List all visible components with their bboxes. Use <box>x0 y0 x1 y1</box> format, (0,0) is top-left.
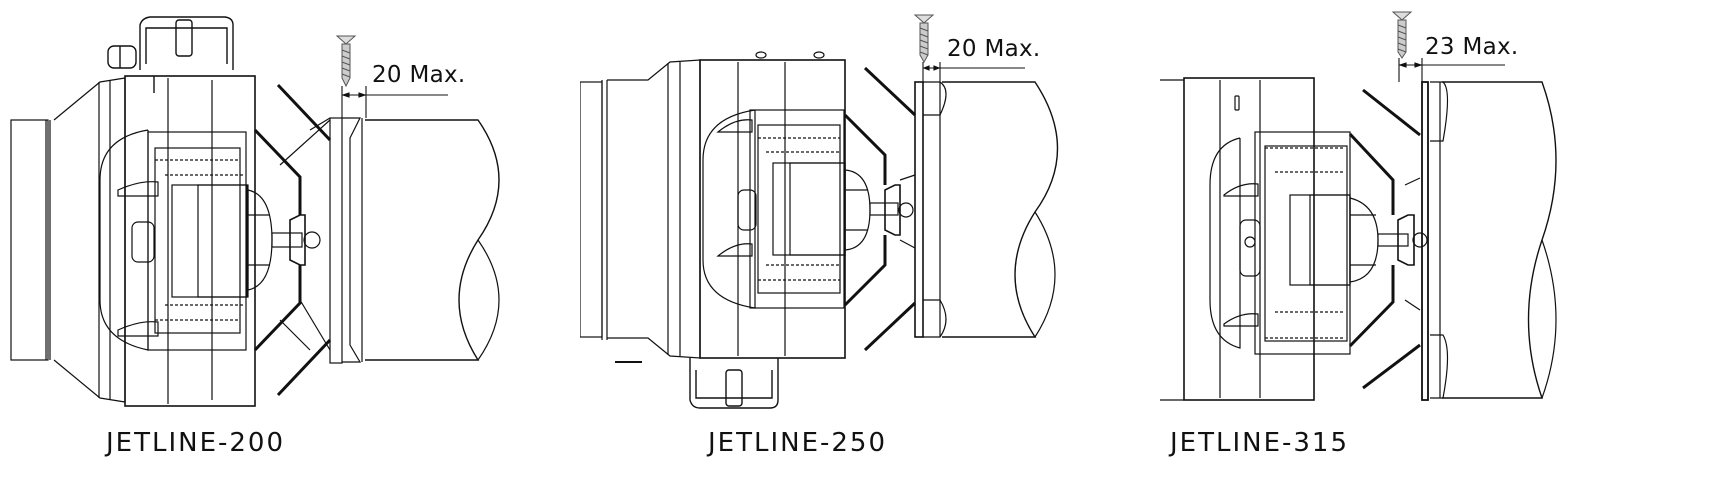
model-label: JETLINE-315 <box>1170 428 1350 458</box>
fan-panel-jetline-315: 23 Max. JETLINE-315 <box>1160 0 1735 477</box>
max-dimension-label: 20 Max. <box>947 36 1041 62</box>
max-dimension-label: 23 Max. <box>1425 34 1519 60</box>
fan-panel-jetline-200: 20 Max. JETLINE-200 <box>0 0 580 477</box>
dimension-line <box>922 62 1025 82</box>
dimension-line <box>341 86 448 118</box>
fan-drawing-jetline-315 <box>1160 11 1557 401</box>
max-dimension-label: 20 Max. <box>372 62 466 88</box>
dimension-line <box>1398 58 1505 82</box>
model-label: JETLINE-200 <box>106 428 286 458</box>
fan-drawing-jetline-200 <box>10 16 500 407</box>
fan-panel-jetline-250: 20 Max. JETLINE-250 <box>580 0 1160 477</box>
model-label: JETLINE-250 <box>708 428 888 458</box>
screw-icon <box>335 35 357 88</box>
fan-drawing-jetline-250 <box>580 14 1059 409</box>
screw-icon <box>913 14 935 64</box>
screw-icon <box>1391 11 1413 59</box>
